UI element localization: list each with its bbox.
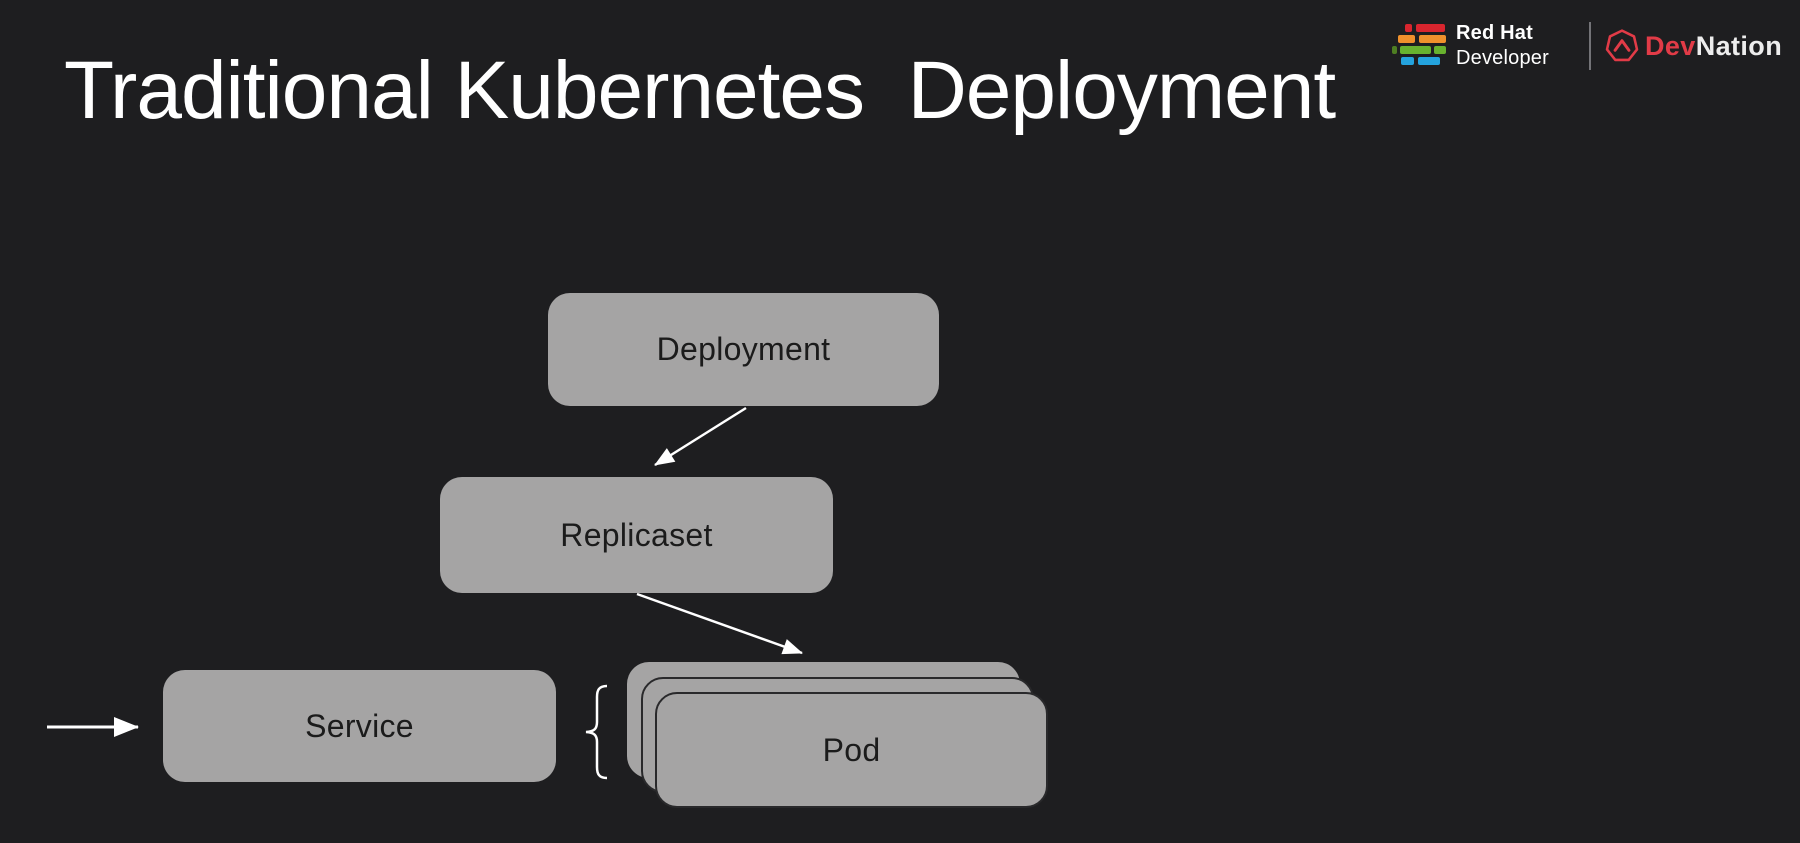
node-service-label: Service (305, 707, 414, 744)
devnation-dev-text: Dev (1644, 30, 1696, 61)
red-hat-wordmark: Red Hat (1456, 22, 1533, 44)
node-replicaset: Replicaset (440, 477, 833, 593)
devnation-wordmark: DevNation (1645, 31, 1782, 62)
curly-brace-icon (585, 684, 608, 780)
node-deployment: Deployment (548, 293, 939, 406)
arrow-replicaset-to-pod (636, 592, 803, 655)
devnation-logo: DevNation (1605, 29, 1782, 63)
node-service: Service (163, 670, 556, 782)
brand-area: Red Hat Developer DevNation (1392, 18, 1782, 74)
node-pod: Pod (655, 692, 1048, 808)
node-pod-label: Pod (822, 731, 881, 768)
red-hat-developer-wordmark: Red Hat Developer (1456, 21, 1549, 71)
node-deployment-label: Deployment (656, 331, 831, 367)
devnation-nation-text: Nation (1695, 30, 1783, 61)
developer-wordmark: Developer (1456, 47, 1549, 69)
node-replicaset-label: Replicaset (560, 516, 713, 553)
slide-title: Traditional Kubernetes Deployment (64, 45, 1336, 136)
devnation-badge-icon (1605, 29, 1639, 62)
logo-divider (1588, 22, 1591, 70)
red-hat-bars-icon (1392, 21, 1446, 71)
arrow-deployment-to-replicaset (654, 406, 747, 467)
